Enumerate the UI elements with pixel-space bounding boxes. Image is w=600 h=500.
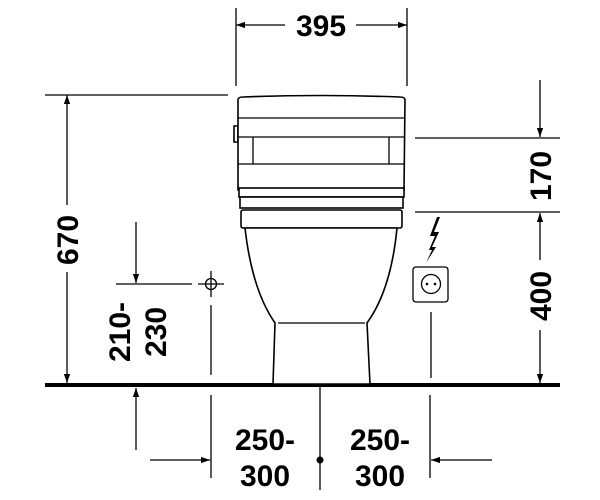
total-height-dimension: 670 — [45, 94, 228, 383]
left-offset-line1: 250- — [235, 424, 295, 457]
left-offset-line2: 300 — [240, 460, 290, 493]
socket-height-label: 400 — [525, 271, 558, 321]
center-dot-icon — [316, 456, 324, 464]
width-dimension: 395 — [235, 8, 408, 86]
bottom-offset-dimensions: 250- 300 250- 300 — [150, 370, 492, 493]
water-inlet-crosshair-icon — [198, 271, 224, 297]
lightning-icon — [426, 217, 440, 263]
toilet-outline — [233, 94, 406, 385]
cistern-height-label: 170 — [525, 151, 558, 201]
water-inlet-label-line1: 210- — [104, 302, 137, 362]
width-label: 395 — [296, 10, 346, 43]
power-socket-icon — [412, 266, 449, 378]
water-inlet-label-line2: 230 — [140, 307, 173, 357]
total-height-label: 670 — [52, 215, 85, 265]
right-height-dimensions: 170 400 — [415, 80, 560, 383]
water-inlet-dimension: 210- 230 — [104, 222, 224, 450]
right-offset-line1: 250- — [350, 424, 410, 457]
right-offset-line2: 300 — [355, 460, 405, 493]
